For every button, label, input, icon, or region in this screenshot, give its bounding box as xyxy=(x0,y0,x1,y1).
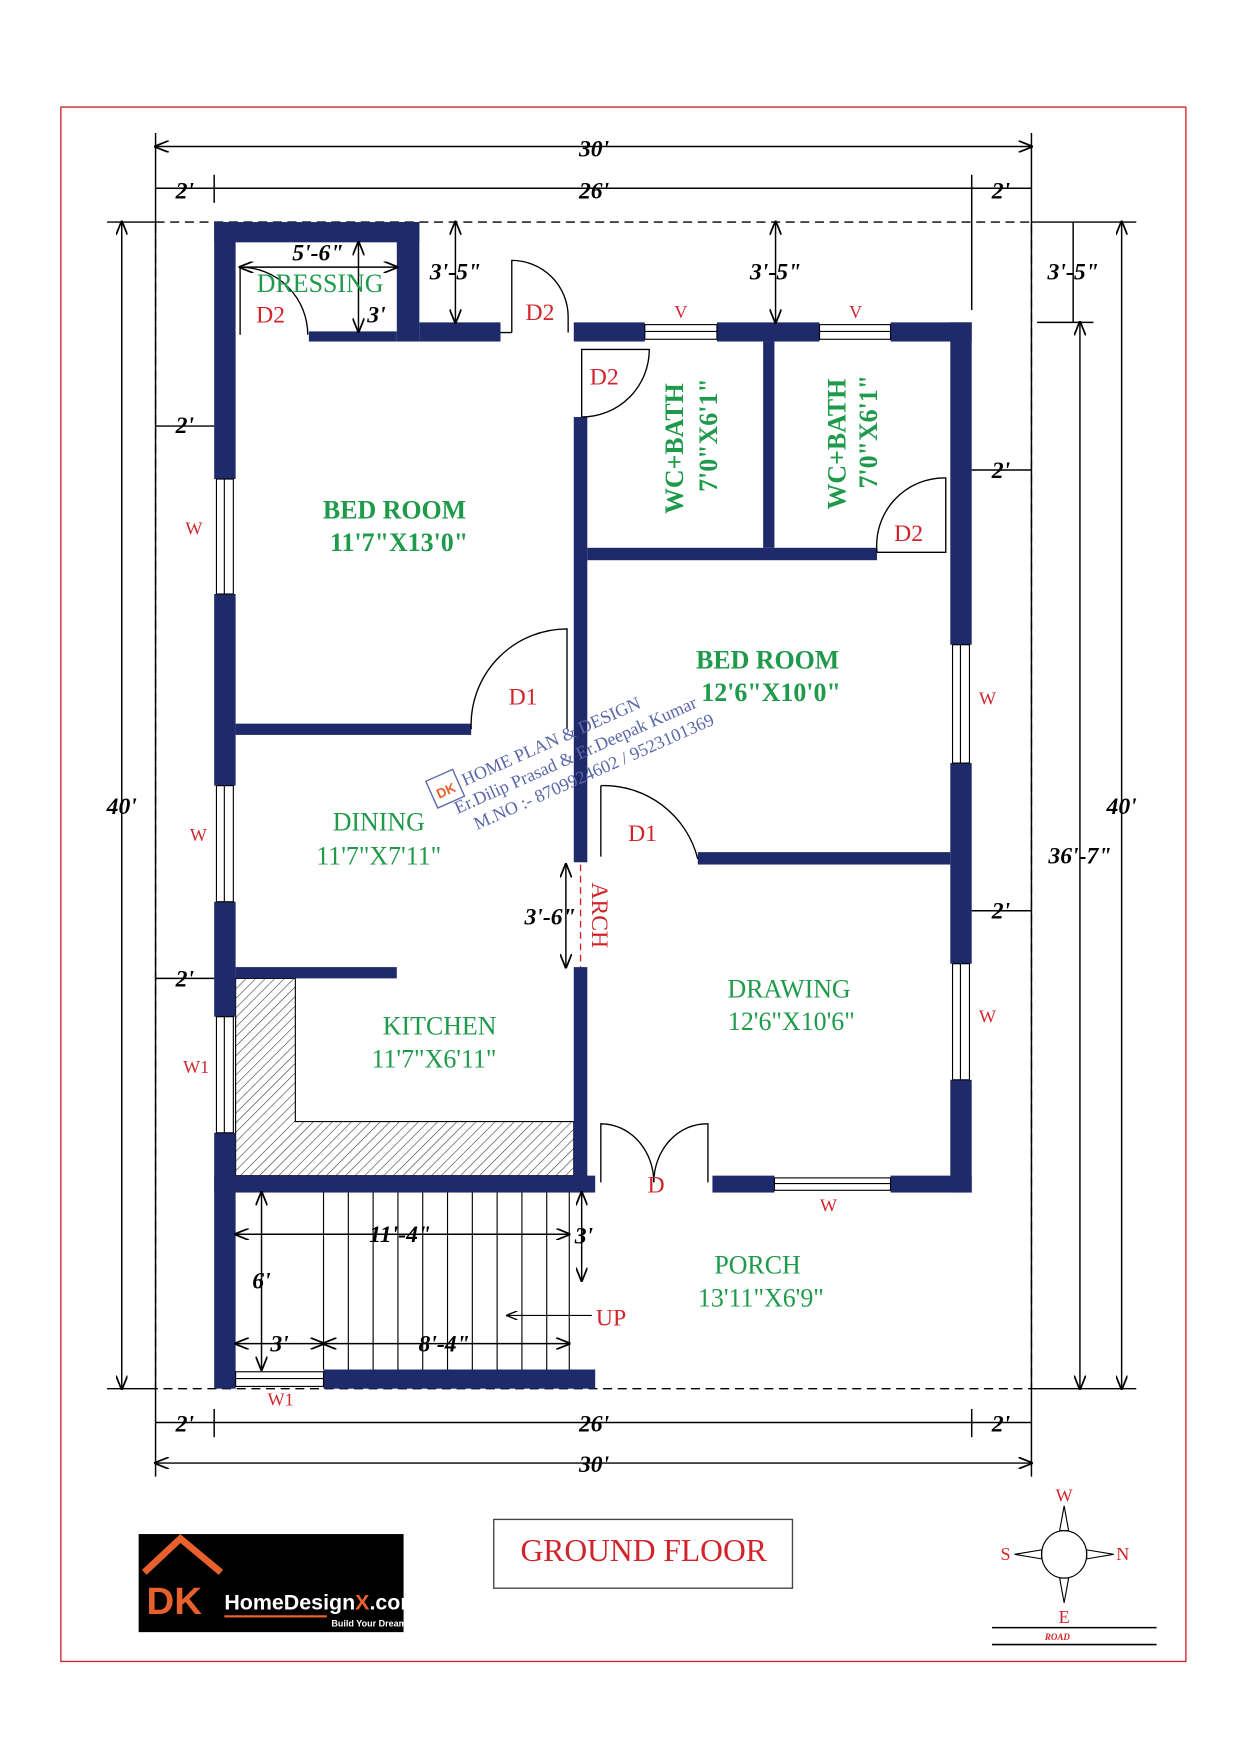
dim-stair-depth: 6' xyxy=(252,1268,271,1294)
dim-top-inner: 26' xyxy=(578,178,610,204)
room-bedroom-1-name: BED ROOM xyxy=(323,495,466,524)
dim-top-right: 2' xyxy=(991,178,1011,204)
opening-labels: D2 D2 D2 D2 D1 D1 D W W W1 W W W W1 V V … xyxy=(183,300,996,1409)
compass-west: W xyxy=(1056,1485,1073,1505)
room-bath-1-name: WC+BATH xyxy=(660,383,689,514)
dim-stair-landing: 3' xyxy=(269,1331,289,1357)
window-label: W xyxy=(979,688,996,708)
walls xyxy=(214,222,972,1389)
dim-dressing-depth: 3' xyxy=(366,302,386,328)
dim-setback-2: 3'-5" xyxy=(749,260,801,286)
dim-right-top: 3'-5" xyxy=(1047,260,1099,286)
room-dining-size: 11'7"X7'11" xyxy=(316,842,441,871)
ventilator-label: V xyxy=(849,302,862,322)
plot-boundary xyxy=(154,221,1033,1390)
dim-top-total: 30' xyxy=(578,137,610,163)
dim-stair-run: 8'-4" xyxy=(419,1331,470,1357)
ventilator-label: V xyxy=(674,302,687,322)
dim-stair-width: 11'-4" xyxy=(369,1222,431,1248)
room-porch-name: PORCH xyxy=(714,1251,800,1280)
door-label: D xyxy=(648,1173,665,1199)
door-label: D2 xyxy=(256,302,285,328)
windows xyxy=(215,324,971,1387)
dim-left-margin-1: 2' xyxy=(175,413,195,439)
room-bedroom-2-name: BED ROOM xyxy=(696,645,839,674)
dim-left-margin-2: 2' xyxy=(175,966,195,992)
dim-top-left: 2' xyxy=(175,178,195,204)
window-label: W xyxy=(190,825,207,845)
door-label: D2 xyxy=(590,364,619,390)
road-label: ROAD xyxy=(1044,1632,1071,1642)
door-label: D1 xyxy=(509,684,538,710)
room-bath-2-name: WC+BATH xyxy=(822,379,851,510)
dimension-labels: 30' 26' 2' 2' 26' 30' 2' 2' 40' 40' 36'-… xyxy=(106,137,1138,1478)
door-label: D1 xyxy=(628,821,657,847)
brand-logo: DK HomeDesignX.com Build Your Dream xyxy=(138,1534,419,1633)
room-porch-size: 13'11"X6'9" xyxy=(698,1283,824,1312)
room-kitchen-name: KITCHEN xyxy=(383,1012,497,1041)
dimension-lines xyxy=(107,133,1137,1477)
compass-icon xyxy=(991,1505,1157,1646)
room-bedroom-1-size: 11'7"X13'0" xyxy=(330,528,468,557)
title-box xyxy=(493,1518,794,1589)
compass-east: E xyxy=(1059,1607,1070,1627)
dim-right-margin-1: 2' xyxy=(991,458,1011,484)
dim-setback-1: 3'-5" xyxy=(429,260,481,286)
logo-tagline: Build Your Dream xyxy=(331,1619,406,1629)
dim-right-inner: 36'-7" xyxy=(1047,843,1111,869)
dim-right-total: 40' xyxy=(1106,794,1138,820)
logo-dk: DK xyxy=(147,1580,203,1623)
dim-stair-step: 3' xyxy=(574,1223,594,1249)
dim-arch: 3'-6" xyxy=(523,904,575,930)
dim-bottom-right: 2' xyxy=(991,1412,1011,1438)
arch-label: ARCH xyxy=(586,882,612,948)
compass-south: S xyxy=(1001,1544,1011,1564)
room-kitchen-size: 11'7"X6'11" xyxy=(371,1044,496,1073)
compass-north: N xyxy=(1116,1544,1129,1564)
dim-dressing-width: 5'-6" xyxy=(292,240,343,266)
doors xyxy=(239,259,947,1183)
dim-left-total: 40' xyxy=(106,794,138,820)
window-label: W xyxy=(185,518,202,538)
window-label: W xyxy=(979,1006,996,1026)
watermark-logo: DK xyxy=(434,780,458,802)
room-drawing-name: DRAWING xyxy=(728,975,851,1004)
room-bath-2-size: 7'0"X6'1" xyxy=(854,375,883,489)
window-label: W1 xyxy=(183,1057,209,1077)
window-label: W xyxy=(820,1196,837,1216)
room-dressing: DRESSING xyxy=(257,269,384,298)
room-bath-1-size: 7'0"X6'1" xyxy=(694,378,723,492)
window-label: W1 xyxy=(268,1390,294,1410)
dim-bottom-left: 2' xyxy=(175,1412,195,1438)
room-drawing-size: 12'6"X10'6" xyxy=(728,1007,855,1036)
logo-text: HomeDesignX.com xyxy=(224,1591,419,1615)
dim-bottom-inner: 26' xyxy=(578,1412,610,1438)
kitchen-counter xyxy=(235,977,575,1177)
door-label: D2 xyxy=(894,521,923,547)
watermark: DK HOME PLAN & DESIGN Er.Dilip Prasad & … xyxy=(424,692,717,834)
page-border xyxy=(60,106,1187,1663)
room-bedroom-2-size: 12'6"X10'0" xyxy=(701,678,841,707)
room-labels: DRESSING BED ROOM 11'7"X13'0" WC+BATH 7'… xyxy=(257,269,883,1312)
page-title: GROUND FLOOR xyxy=(521,1533,767,1568)
dim-bottom-total: 30' xyxy=(578,1452,610,1478)
room-dining-name: DINING xyxy=(333,808,425,837)
dim-right-margin-2: 2' xyxy=(991,899,1011,925)
stair-up-label: UP xyxy=(596,1306,626,1332)
door-label: D2 xyxy=(526,300,555,326)
